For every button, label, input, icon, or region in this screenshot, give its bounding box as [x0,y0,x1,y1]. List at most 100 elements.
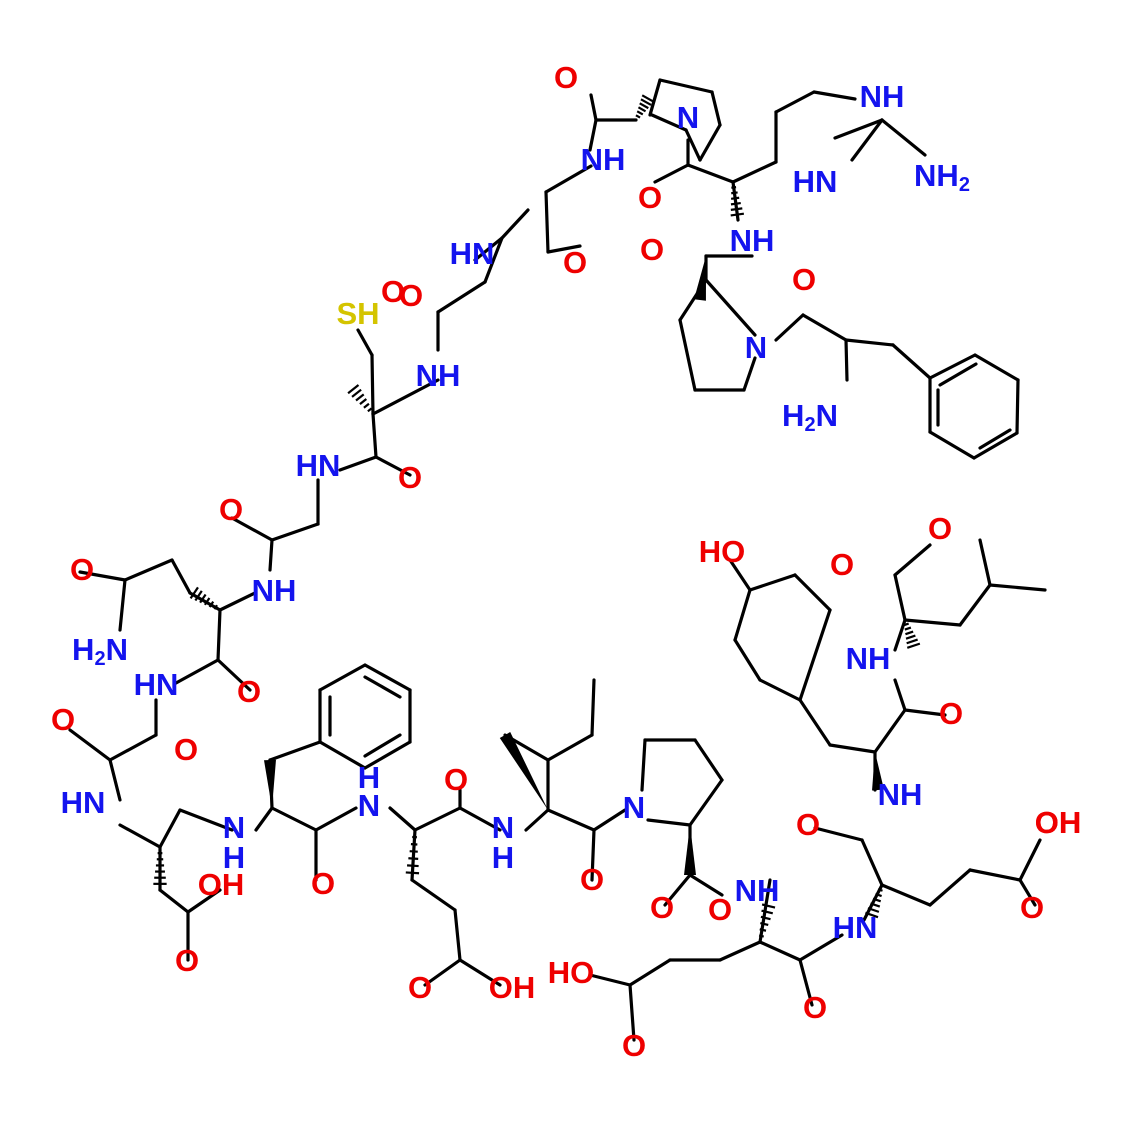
atom-label-n11: HN [296,448,341,483]
atom-label-n20: NH [735,873,780,908]
bond-103 [524,808,550,832]
bond-125 [628,958,672,987]
bond-143 [733,638,762,682]
hashed-bond-2 [347,384,373,413]
bond-95 [413,806,462,832]
hashed-bond-6 [758,903,776,938]
wedge-bond-3 [872,752,884,791]
bond-44 [500,208,530,240]
bond-140 [903,708,947,717]
bond-117 [663,873,692,907]
atom-label-n21: NH [846,641,891,676]
bond-110 [592,808,627,832]
atom-label-n9: HN [450,236,495,271]
bond-39 [978,428,1012,450]
hashed-bond-3 [189,586,218,610]
atom-label-n4: HN [793,164,838,199]
bond-146 [793,573,832,612]
bond-56 [270,522,320,542]
bond-152 [903,618,962,627]
atom-label-s1: SH [336,296,379,331]
atom-label-n5: NH2 [914,158,970,196]
atom-label-n14: HN [134,667,179,702]
bond-65 [216,608,222,662]
bond-137 [828,743,877,754]
bond-50 [370,353,375,416]
bond-148 [728,558,752,592]
atom-label-n13: H2N [72,632,128,670]
bond-63 [78,570,127,582]
atom-label-o22: O [708,892,732,927]
bond-154 [978,538,992,587]
atom-label-o31: O [803,990,827,1025]
bond-139 [873,708,907,754]
atom-label-o24: O [830,547,854,582]
bond-144 [733,588,752,642]
atom-label-n19: N [623,790,645,825]
atom-label-o29: HO [548,955,595,990]
bond-52 [371,412,378,459]
atom-label-n15: HN [61,785,106,820]
bond-98 [410,878,457,912]
bond-11 [686,163,735,184]
bond-53 [374,455,412,477]
bond-132 [928,868,972,907]
bond-69 [108,733,158,762]
hashed-bond-4 [153,852,167,885]
bond-141 [893,678,907,712]
hashed-bond-1 [730,186,745,217]
bond-133 [968,868,1022,882]
bond-13 [731,160,778,184]
bond-73 [158,808,182,849]
bond-150 [893,573,907,622]
atom-label-o11: O [237,674,261,709]
atom-label-o18: O [408,970,432,1005]
bond-135 [1018,838,1042,882]
atom-label-o4: O [563,245,587,280]
bond-138 [798,698,832,747]
bond-15 [774,90,816,114]
bond-134 [1018,878,1037,907]
bond-151 [893,543,932,577]
bond-3 [658,78,714,94]
bond-35 [972,431,1019,460]
hashed-bond-8 [903,622,921,649]
bond-67 [174,658,220,685]
bond-90 [363,675,402,699]
atom-label-n2: NH [581,142,626,177]
bond-123 [718,940,762,962]
bond-149 [893,618,907,652]
bond-5 [698,123,722,162]
hashed-bond-7 [865,888,883,919]
bond-38 [938,362,978,387]
bond-layer [68,78,1047,1042]
atom-label-o7: O [399,278,423,313]
bond-16 [812,90,857,101]
bond-47 [483,236,504,284]
atom-label-o21: O [650,890,674,925]
bond-114 [688,778,724,827]
bond-82 [268,740,322,762]
atom-label-n16h: H [223,840,245,875]
atom-label-n17n: N [358,788,380,823]
bond-155 [988,583,1047,592]
bond-127 [628,983,636,1042]
bond-115 [646,818,692,827]
bond-94 [388,806,417,832]
bond-54 [338,455,378,472]
bond-78 [186,888,222,914]
atom-label-o8: O [398,460,422,495]
bond-121 [798,958,814,1007]
atom-label-n6: NH [730,223,775,258]
atom-label-o23: HO [699,534,746,569]
bond-84 [318,663,367,692]
bond-153 [958,583,992,627]
atom-label-o3: O [640,232,664,267]
bond-45 [473,236,504,262]
bond-108 [546,808,596,832]
bond-97 [410,828,417,882]
atom-label-o12: O [51,702,75,737]
bond-28 [801,313,848,342]
bond-126 [588,973,632,987]
